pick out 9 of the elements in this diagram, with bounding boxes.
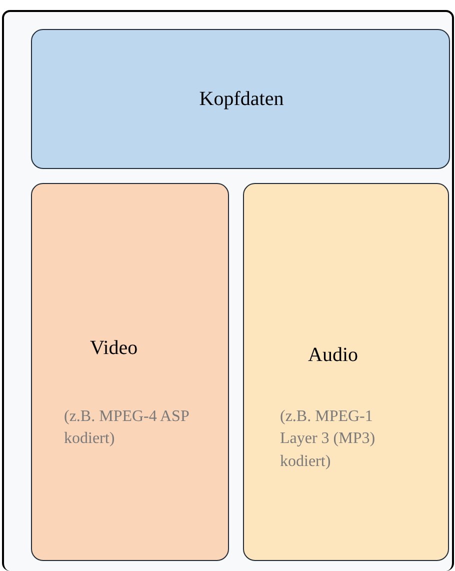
- heading-text: Video: [90, 336, 139, 361]
- audio-box: [243, 183, 449, 561]
- video-box: [31, 183, 229, 561]
- description-text: (z.B. MPEG-4 ASP kodiert): [64, 407, 189, 450]
- heading-text: Audio: [308, 343, 359, 368]
- container-box: [2, 10, 454, 571]
- heading-text: Kopfdaten: [198, 87, 285, 112]
- description-text: (z.B. MPEG-1 Layer 3 (MP3) kodiert): [280, 407, 376, 472]
- header-box: [31, 29, 450, 169]
